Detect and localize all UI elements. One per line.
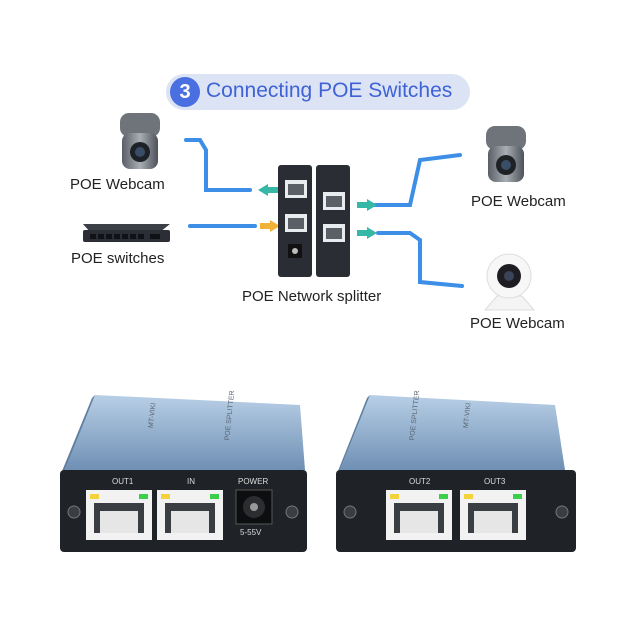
splitter-device-2: [336, 395, 576, 552]
arrow-left-out: [258, 184, 278, 196]
out3-port: [460, 490, 526, 540]
webcam-right-top-image: [486, 126, 526, 182]
arrow-out2: [357, 199, 377, 211]
screw-left-1: [67, 505, 81, 519]
port-label-voltage: 5-55V: [240, 528, 262, 537]
cable-webcam-left: [184, 138, 252, 192]
port-label-out1: OUT1: [112, 477, 134, 486]
port-label-in: IN: [187, 477, 195, 486]
label-poe-webcam-right-bottom: POE Webcam: [470, 315, 565, 332]
screw-right-2: [555, 505, 569, 519]
arrow-out3: [357, 227, 377, 239]
screw-right-1: [285, 505, 299, 519]
splitter-device-1: [60, 395, 307, 552]
poe-switch-image: [83, 224, 170, 242]
label-poe-webcam-right-top: POE Webcam: [471, 193, 566, 210]
port-label-out3: OUT3: [484, 477, 506, 486]
arrow-in: [260, 220, 280, 232]
screw-left-2: [343, 505, 357, 519]
out2-port: [386, 490, 452, 540]
in-port: [157, 490, 223, 540]
label-poe-webcam-left: POE Webcam: [70, 176, 165, 193]
banner-title: Connecting POE Switches: [206, 79, 453, 102]
splitter-device-small-1: [278, 165, 312, 277]
label-poe-network-splitter: POE Network splitter: [242, 288, 382, 305]
label-poe-switches: POE switches: [71, 250, 165, 267]
cable-out-webcam-bottom: [376, 231, 464, 288]
webcam-left-image: [120, 113, 160, 169]
port-label-out2: OUT2: [409, 477, 431, 486]
power-jack: [235, 489, 273, 525]
splitter-device-small-2: [316, 165, 350, 277]
out1-port: [86, 490, 152, 540]
step-banner: 3 Connecting POE Switches: [166, 74, 470, 110]
port-label-power: POWER: [238, 477, 269, 486]
cable-out-webcam-top: [373, 153, 462, 207]
step-number-badge: 3: [170, 77, 200, 107]
cables: [184, 138, 464, 288]
webcam-right-bottom-image: [483, 253, 536, 311]
